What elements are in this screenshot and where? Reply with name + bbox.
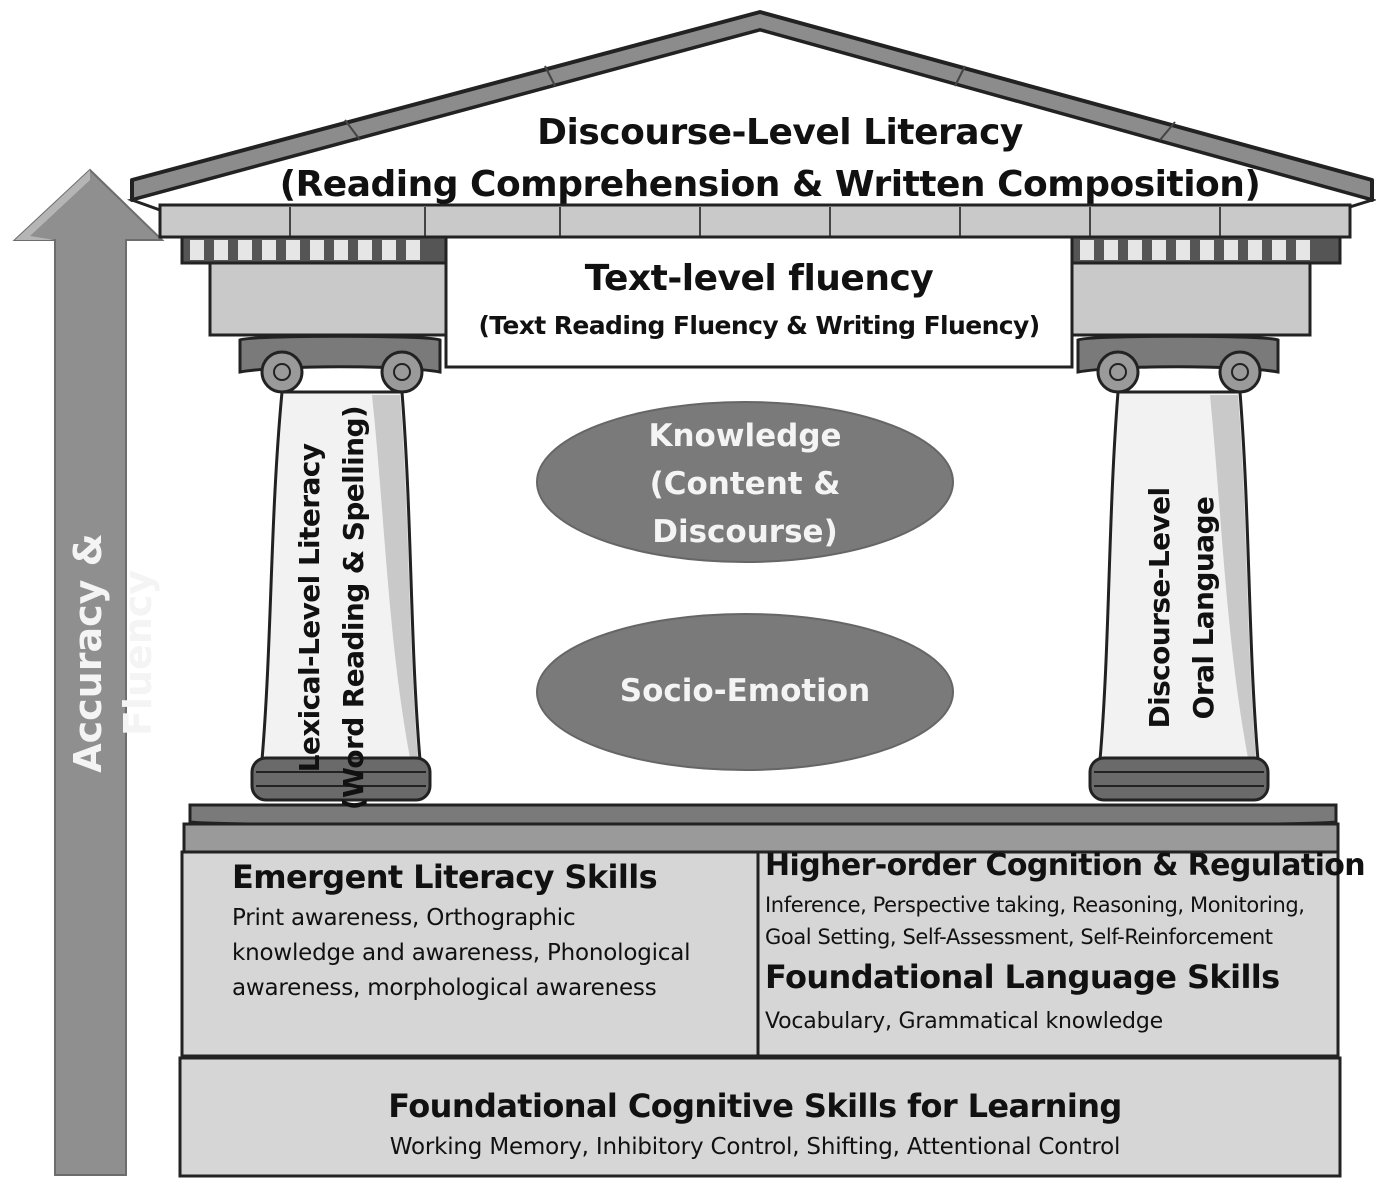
entablature (180, 235, 1342, 369)
knowledge-line: (Content & (649, 466, 841, 502)
left-pillar-line: (Word Reading & Spelling) (337, 405, 370, 811)
emergent-literacy-title: Emergent Literacy Skills (232, 858, 658, 896)
right-column (1076, 334, 1280, 802)
up-arrow-icon (12, 168, 165, 1176)
text-fluency-subtitle: (Text Reading Fluency & Writing Fluency) (478, 311, 1040, 340)
higher-order-line: Goal Setting, Self-Assessment, Self-Rein… (765, 925, 1273, 949)
right-pillar-label: Discourse-Level Oral Language (1138, 438, 1220, 778)
right-pillar-line: Oral Language (1187, 496, 1220, 720)
left-column (238, 334, 442, 802)
right-pillar-line: Discourse-Level (1143, 487, 1176, 729)
foundational-cognitive-title: Foundational Cognitive Skills for Learni… (388, 1087, 1122, 1125)
emergent-literacy-body: Print awareness, Orthographic knowledge … (232, 901, 732, 1006)
accuracy-fluency-label: Accuracy & Fluency (66, 533, 160, 773)
emergent-literacy-line: knowledge and awareness, Phonological (232, 940, 691, 966)
foundational-cognitive-body: Working Memory, Inhibitory Control, Shif… (389, 1134, 1121, 1160)
knowledge-line: Discourse) (652, 514, 838, 550)
knowledge-label: Knowledge (Content & Discourse) (536, 412, 954, 556)
knowledge-oval (536, 401, 954, 563)
discourse-literacy-title: Discourse-Level Literacy (537, 112, 1023, 153)
left-pillar-label: Lexical-Level Literacy (Word Reading & S… (288, 398, 370, 818)
socio-emotion-label: Socio-Emotion (619, 673, 871, 709)
base-slab (178, 803, 1342, 1178)
left-pillar-line: Lexical-Level Literacy (293, 443, 326, 773)
higher-order-line: Inference, Perspective taking, Reasoning… (765, 893, 1305, 917)
socio-emotion-oval (536, 613, 954, 771)
foundational-language-title: Foundational Language Skills (765, 958, 1280, 996)
text-fluency-title: Text-level fluency (584, 258, 934, 299)
foundational-language-body: Vocabulary, Grammatical knowledge (765, 1009, 1163, 1034)
higher-order-cognition-body: Inference, Perspective taking, Reasoning… (765, 889, 1365, 953)
discourse-literacy-subtitle: (Reading Comprehension & Written Composi… (279, 164, 1261, 205)
emergent-literacy-line: Print awareness, Orthographic (232, 905, 576, 931)
higher-order-cognition-title: Higher-order Cognition & Regulation (765, 848, 1366, 883)
knowledge-line: Knowledge (648, 418, 842, 454)
emergent-literacy-line: awareness, morphological awareness (232, 975, 657, 1001)
